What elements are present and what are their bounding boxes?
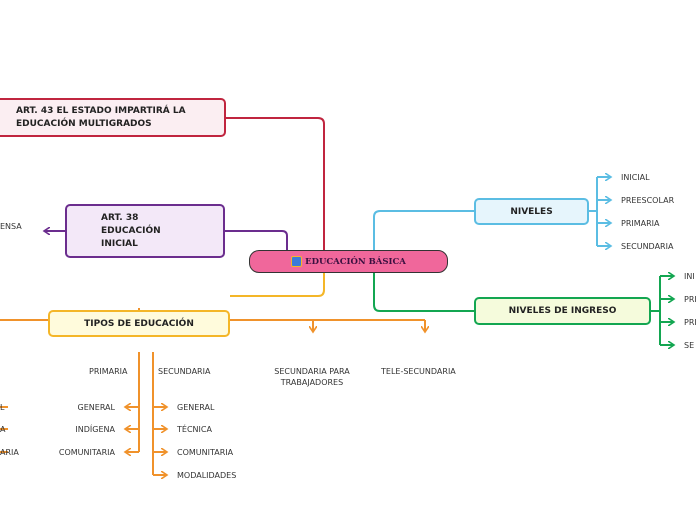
ingreso-item[interactable]: INI — [684, 272, 695, 281]
art38-child-label: ENSA — [0, 222, 22, 231]
primaria-item[interactable]: COMUNITARIA — [58, 448, 115, 457]
niveles-item[interactable]: PRIMARIA — [621, 219, 660, 228]
connector-niveles — [373, 210, 475, 250]
art38-node[interactable]: ART. 38 EDUCACIÓN INICIAL — [65, 204, 225, 258]
art43-text: ART. 43 EL ESTADO IMPARTIRÁ LA EDUCACIÓN… — [16, 105, 186, 129]
niveles-title: NIVELES — [510, 206, 553, 217]
art43-node[interactable]: ART. 43 EL ESTADO IMPARTIRÁ LA EDUCACIÓN… — [0, 98, 226, 137]
tipos-branch-telesecundaria[interactable]: TELE-SECUNDARIA — [381, 367, 456, 376]
niveles-ingreso-node[interactable]: NIVELES DE INGRESO — [474, 297, 651, 325]
niveles-ingreso-title: NIVELES DE INGRESO — [508, 306, 617, 316]
art38-text: ART. 38 EDUCACIÓN INICIAL — [101, 212, 161, 249]
left-partial-item[interactable]: L — [0, 403, 5, 412]
tipos-branch-trabajadores[interactable]: SECUNDARIA PARA TRABAJADORES — [274, 367, 350, 387]
ingreso-item[interactable]: PRI — [684, 295, 696, 304]
niveles-node[interactable]: NIVELES — [474, 198, 589, 225]
primaria-item[interactable]: GENERAL — [77, 403, 115, 412]
tipos-title: TIPOS DE EDUCACIÓN — [84, 318, 194, 329]
niveles-item[interactable]: PREESCOLAR — [621, 196, 675, 205]
secundaria-item[interactable]: MODALIDADES — [177, 471, 237, 480]
secundaria-item[interactable]: COMUNITARIA — [177, 448, 234, 457]
connector-tipos — [230, 272, 325, 297]
ingreso-bracket — [651, 276, 661, 345]
secundaria-item[interactable]: TÉCNICA — [177, 425, 212, 434]
tipos-branch-secundaria[interactable]: SECUNDARIA — [158, 367, 211, 376]
primaria-item[interactable]: INDÍGENA — [75, 425, 115, 434]
connector-art43 — [225, 117, 325, 250]
central-title: EDUCACIÓN BÁSICA — [305, 256, 406, 267]
ingreso-item[interactable]: SE — [684, 341, 695, 350]
central-node[interactable]: EDUCACIÓN BÁSICA — [249, 250, 448, 273]
connector-art38 — [225, 230, 288, 250]
tipos-branch-primaria[interactable]: PRIMARIA — [89, 367, 128, 376]
connector-niveles-ingreso — [373, 272, 475, 312]
niveles-bracket — [588, 177, 598, 246]
niveles-item[interactable]: SECUNDARIA — [621, 242, 674, 251]
tipos-node[interactable]: TIPOS DE EDUCACIÓN — [48, 310, 230, 337]
secundaria-item[interactable]: GENERAL — [177, 403, 215, 412]
left-partial-item[interactable]: A — [0, 425, 6, 434]
niveles-item[interactable]: INICIAL — [621, 173, 650, 182]
school-icon — [291, 256, 303, 267]
left-partial-item[interactable]: ARIA — [0, 448, 19, 457]
ingreso-item[interactable]: PRI — [684, 318, 696, 327]
